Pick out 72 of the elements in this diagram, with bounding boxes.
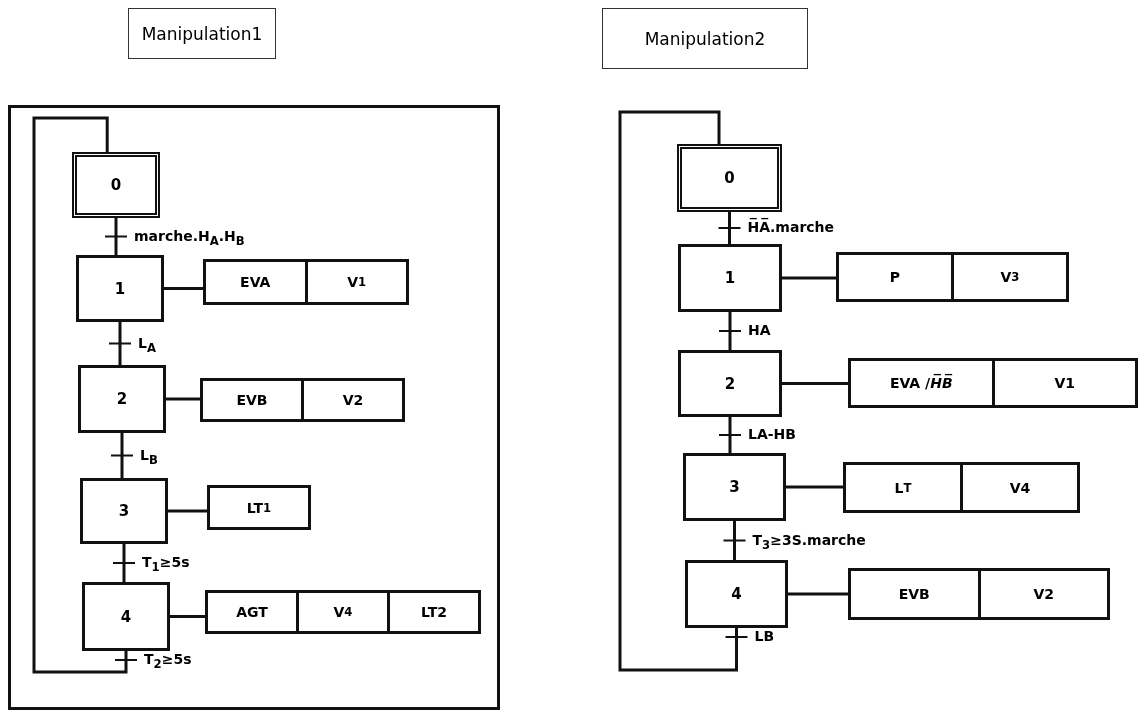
action-box <box>200 378 405 422</box>
step-box <box>80 478 168 544</box>
transition-condition: L$_{A}$ <box>138 334 156 355</box>
link-line <box>120 433 124 478</box>
title-text: Manipulation2 <box>644 28 766 49</box>
transition-condition: T$_{1}$≥5s <box>142 554 190 574</box>
action-text: EVB <box>235 391 269 410</box>
step-box <box>685 560 788 628</box>
initial-step-box <box>72 152 160 218</box>
step-box <box>78 365 166 433</box>
transition-condition: HA <box>748 322 771 338</box>
link-line <box>122 544 126 582</box>
title-text: Manipulation1 <box>141 23 263 44</box>
step-number: 0 <box>110 176 122 194</box>
transition-condition: LA-HB <box>748 426 796 442</box>
step-number: 4 <box>120 607 132 626</box>
action-text: V1 <box>991 361 1135 405</box>
title-box <box>128 8 276 59</box>
action-box <box>203 259 409 305</box>
link-line <box>32 116 128 674</box>
step-box <box>683 453 786 521</box>
link-line <box>618 110 738 672</box>
transition-condition: H̅A̅.marche <box>747 219 835 235</box>
action-link <box>788 592 848 596</box>
title-box <box>602 8 808 69</box>
step-box <box>76 255 164 322</box>
initial-step-box <box>677 144 782 212</box>
action-box <box>848 568 1110 620</box>
action-link <box>782 382 848 385</box>
action-text: P <box>888 268 902 287</box>
action-link <box>168 509 207 513</box>
step-number: 1 <box>724 269 736 287</box>
link-line <box>728 212 731 244</box>
transition-condition: T$_{2}$≥5s <box>144 651 192 671</box>
step-box <box>678 244 782 312</box>
action-box <box>207 485 311 530</box>
step-number: 3 <box>118 502 130 520</box>
step-number: 4 <box>731 585 742 603</box>
step-number: 2 <box>724 374 736 393</box>
action-text: EVA /H̅B̅ <box>888 373 954 393</box>
link-line <box>728 312 732 350</box>
step-box <box>678 350 782 417</box>
link-line <box>114 218 118 255</box>
transition-condition: L$_{B}$ <box>140 446 158 467</box>
action-box <box>205 590 481 634</box>
transition-condition: T$_{3}$≥3S.marche <box>752 531 866 552</box>
step-number: 2 <box>116 390 128 408</box>
step-number: 0 <box>724 169 735 187</box>
link-line <box>118 322 122 365</box>
action-text: V4 <box>960 465 1077 510</box>
link-line <box>728 417 732 453</box>
action-text: V2 <box>977 571 1107 617</box>
action-link <box>782 276 836 280</box>
action-link <box>786 485 843 489</box>
link-line <box>733 521 736 560</box>
action-text: EVA <box>239 273 272 292</box>
action-text: V2 <box>301 381 402 419</box>
step-box <box>82 582 170 651</box>
action-link <box>170 615 205 618</box>
action-box <box>848 358 1138 408</box>
action-box <box>836 252 1069 302</box>
step-number: 3 <box>729 478 740 496</box>
action-text: EVB <box>897 585 931 604</box>
transition-condition: marche.H$_{A}$.H$_{B}$ <box>134 227 245 248</box>
action-text: LT2 <box>387 593 478 631</box>
transition-condition: LB <box>754 628 775 644</box>
action-text: AGT <box>235 603 269 622</box>
action-link <box>166 397 200 401</box>
action-link <box>164 287 203 290</box>
action-box <box>843 462 1080 513</box>
step-number: 1 <box>114 279 126 298</box>
frame-box <box>8 105 500 710</box>
